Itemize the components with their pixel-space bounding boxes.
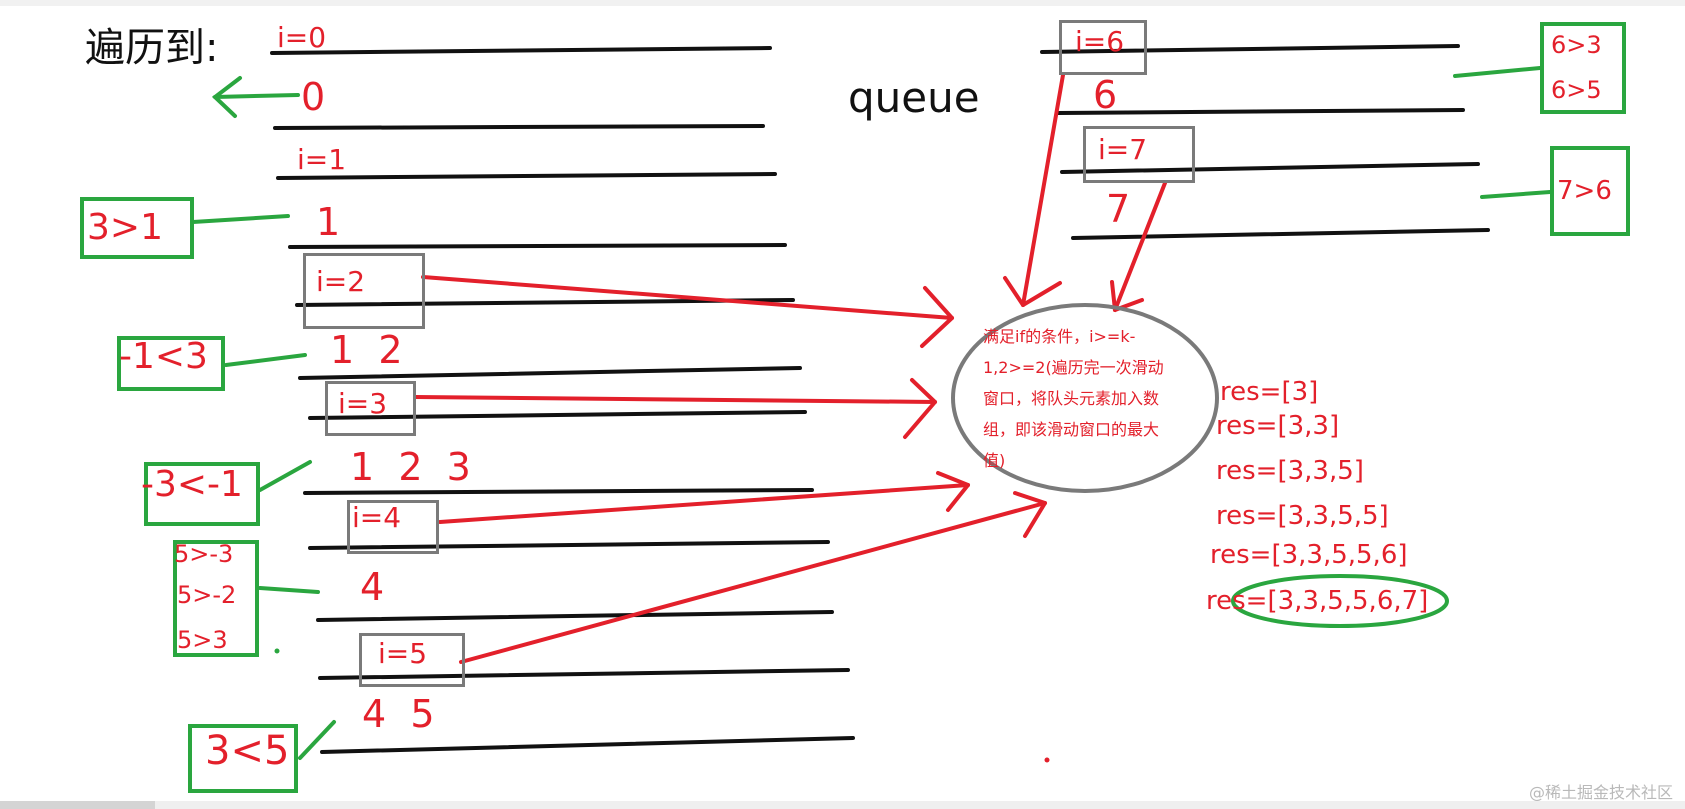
iteration-label: i=6 — [1075, 25, 1125, 58]
watermark: @稀土掘金技术社区 — [1528, 783, 1673, 802]
comparison-box — [188, 724, 298, 793]
iteration-label: i=1 — [297, 143, 347, 176]
green-arrow-left — [211, 76, 300, 118]
page-title: 遍历到: — [85, 25, 219, 71]
condition-ellipse — [951, 303, 1219, 493]
queue-line — [318, 668, 850, 680]
comparison-box — [80, 197, 194, 259]
queue-line — [320, 736, 855, 754]
comparison-label: -1<3 — [119, 336, 208, 377]
iteration-box — [1059, 20, 1147, 75]
connector — [1480, 190, 1552, 199]
queue-line — [273, 124, 765, 130]
comparison-box — [117, 336, 225, 391]
arrow-i7 — [1113, 181, 1167, 312]
result-line: res=[3,3] — [1216, 411, 1340, 441]
green-connectors — [191, 66, 1552, 760]
iteration-label: i=2 — [316, 265, 366, 298]
arrow-i5 — [459, 501, 1047, 664]
comparison-label: 3>1 — [87, 207, 163, 248]
connector — [258, 460, 312, 492]
queue-state: 4 — [360, 565, 385, 609]
comparison-box — [144, 462, 260, 526]
stray-dot — [274, 648, 280, 654]
iteration-box — [359, 633, 465, 687]
comparison-label: -3<-1 — [141, 464, 243, 505]
result-line: res=[3] — [1220, 377, 1319, 407]
comparison-label: 3<5 — [205, 728, 290, 774]
result-line: res=[3,3,5,5,6] — [1210, 540, 1408, 570]
comparison-box — [1540, 22, 1626, 114]
comparison-label: 5>3 — [177, 626, 228, 654]
iteration-box — [325, 381, 416, 436]
final-result-ellipse — [1231, 574, 1449, 628]
result-line: res=[3,3,5] — [1216, 456, 1364, 486]
queue-state: 1 2 — [330, 328, 403, 372]
queue-line — [276, 172, 777, 180]
result-line: res=[3,3,5,5,6,7] — [1206, 586, 1429, 616]
iteration-box — [1083, 126, 1195, 183]
arrow-i4 — [438, 483, 970, 524]
comparison-box — [173, 540, 259, 657]
horizontal-scrollbar[interactable] — [0, 801, 155, 809]
queue-line — [1060, 162, 1480, 174]
queue-state: 4 5 — [362, 692, 435, 736]
queue-state: 1 2 3 — [350, 445, 471, 489]
queue-line — [1071, 228, 1490, 240]
top-strip — [0, 0, 1685, 6]
queue-line — [308, 410, 807, 420]
connector — [224, 353, 307, 367]
arrow-i2 — [421, 275, 954, 320]
iteration-label: i=4 — [352, 501, 402, 534]
iteration-label: i=7 — [1098, 133, 1148, 166]
comparison-label: 7>6 — [1557, 176, 1612, 206]
result-line: res=[3,3,5,5] — [1216, 501, 1389, 531]
comparison-label: 6>3 — [1551, 31, 1602, 59]
arrow-i6 — [1021, 73, 1065, 307]
queue-state: 0 — [301, 75, 326, 119]
iteration-label: i=0 — [277, 21, 327, 54]
comparison-label: 5>-2 — [177, 581, 237, 609]
bottom-strip — [0, 801, 1685, 809]
queue-line — [1056, 108, 1465, 115]
connector — [258, 586, 320, 594]
iteration-label: i=5 — [378, 637, 428, 670]
iteration-box — [303, 253, 425, 329]
connector — [191, 214, 290, 224]
connector — [298, 720, 336, 760]
queue-state: 6 — [1093, 73, 1118, 117]
queue-line — [298, 366, 802, 380]
condition-note: 满足if的条件，i>=k-1,2>=2(遍历完一次滑动窗口，将队头元素加入数组，… — [983, 327, 1164, 470]
connector — [1453, 66, 1542, 78]
iteration-label: i=3 — [338, 387, 388, 420]
comparison-label: 6>5 — [1551, 76, 1602, 104]
queue-line — [288, 243, 787, 249]
queue-line — [303, 488, 814, 495]
queue-state: 1 — [316, 200, 341, 244]
stray-dot — [1044, 757, 1050, 763]
queue-line — [308, 540, 830, 550]
queue-state: 7 — [1106, 187, 1131, 231]
arrow-i3 — [413, 395, 937, 404]
queue-line — [316, 610, 834, 622]
red-arrows — [413, 73, 1167, 664]
comparison-box — [1550, 146, 1630, 236]
queue-line — [270, 46, 772, 55]
queue-line — [1040, 44, 1460, 54]
queue-label: queue — [848, 73, 980, 122]
comparison-label: 5>-3 — [174, 540, 234, 568]
iteration-box — [347, 500, 439, 554]
